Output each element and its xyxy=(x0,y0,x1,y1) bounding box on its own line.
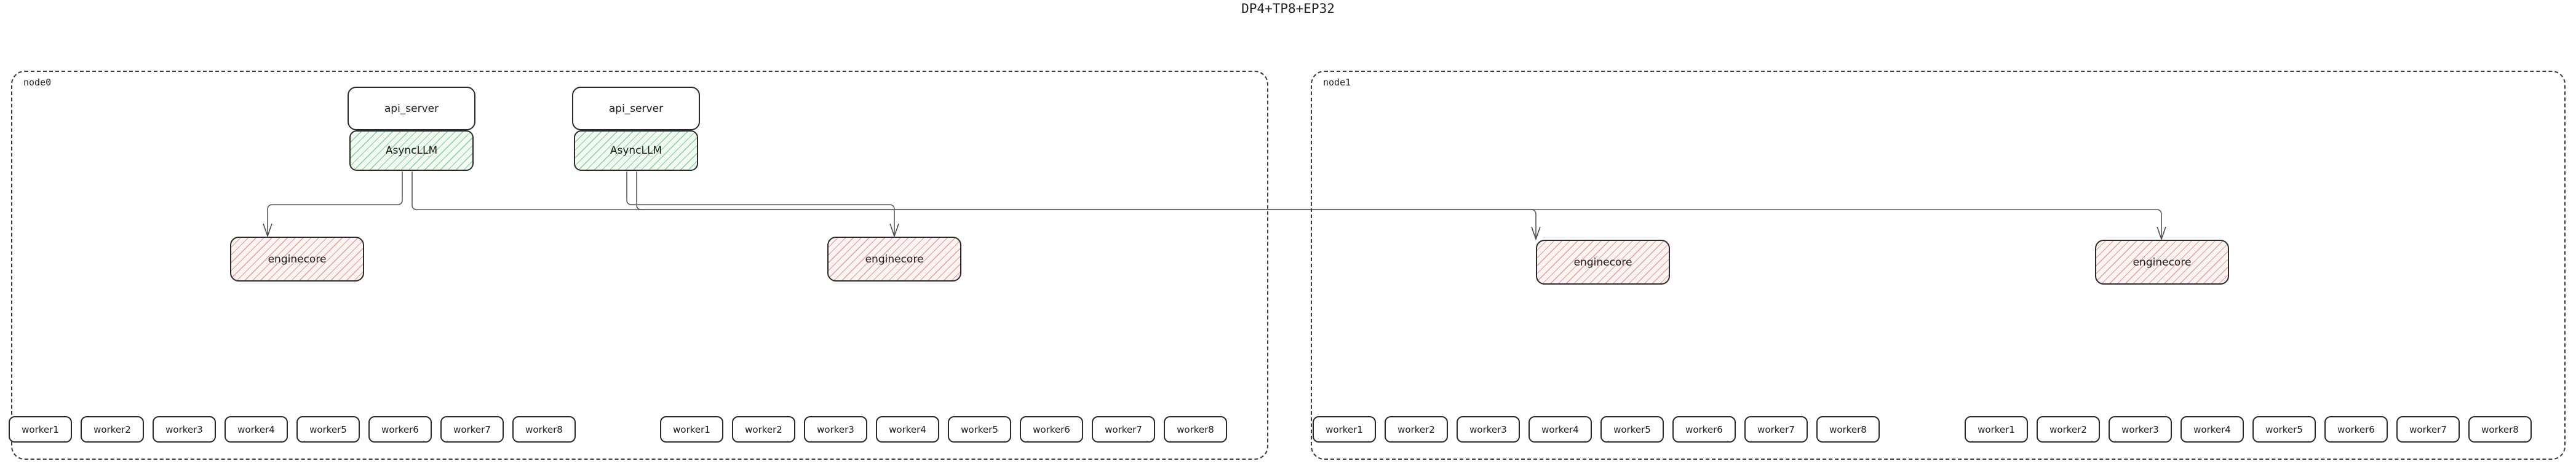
worker-box[interactable]: worker2 xyxy=(1385,416,1448,443)
worker-box[interactable]: worker1 xyxy=(9,416,72,443)
worker-box[interactable]: worker5 xyxy=(2252,416,2316,443)
node-label-node1: node1 xyxy=(1323,77,1351,88)
worker-box[interactable]: worker6 xyxy=(1020,416,1083,443)
worker-box[interactable]: worker1 xyxy=(660,416,723,443)
worker-box[interactable]: worker4 xyxy=(876,416,939,443)
enginecore-box[interactable]: enginecore xyxy=(2095,240,2229,285)
worker-box[interactable]: worker8 xyxy=(1816,416,1880,443)
worker-box[interactable]: worker7 xyxy=(1092,416,1155,443)
worker-box[interactable]: worker2 xyxy=(2037,416,2100,443)
async-llm-box[interactable]: AsyncLLM xyxy=(574,130,698,171)
worker-box[interactable]: worker6 xyxy=(2324,416,2388,443)
node-label-node0: node0 xyxy=(23,77,52,88)
worker-box[interactable]: worker8 xyxy=(2468,416,2532,443)
worker-box[interactable]: worker4 xyxy=(2180,416,2244,443)
node-cluster-node0: node0 xyxy=(11,71,1268,460)
worker-box[interactable]: worker1 xyxy=(1965,416,2028,443)
enginecore-box[interactable]: enginecore xyxy=(827,237,961,282)
worker-box[interactable]: worker5 xyxy=(948,416,1011,443)
worker-box[interactable]: worker3 xyxy=(804,416,867,443)
enginecore-box[interactable]: enginecore xyxy=(1536,240,1670,285)
page-title: DP4+TP8+EP32 xyxy=(1241,1,1335,16)
worker-box[interactable]: worker3 xyxy=(2109,416,2172,443)
worker-box[interactable]: worker7 xyxy=(440,416,504,443)
worker-box[interactable]: worker2 xyxy=(81,416,144,443)
worker-box[interactable]: worker5 xyxy=(1600,416,1664,443)
worker-box[interactable]: worker4 xyxy=(225,416,288,443)
api-server-box[interactable]: api_server xyxy=(348,87,475,130)
api-server-box[interactable]: api_server xyxy=(572,87,700,130)
worker-box[interactable]: worker6 xyxy=(368,416,432,443)
worker-box[interactable]: worker2 xyxy=(732,416,795,443)
worker-box[interactable]: worker7 xyxy=(2396,416,2460,443)
worker-box[interactable]: worker5 xyxy=(296,416,360,443)
worker-box[interactable]: worker6 xyxy=(1672,416,1736,443)
worker-box[interactable]: worker3 xyxy=(153,416,216,443)
async-llm-box[interactable]: AsyncLLM xyxy=(349,130,474,171)
worker-box[interactable]: worker8 xyxy=(512,416,576,443)
worker-box[interactable]: worker4 xyxy=(1529,416,1592,443)
enginecore-box[interactable]: enginecore xyxy=(230,237,364,282)
worker-box[interactable]: worker8 xyxy=(1164,416,1227,443)
worker-box[interactable]: worker1 xyxy=(1313,416,1376,443)
worker-box[interactable]: worker3 xyxy=(1457,416,1520,443)
worker-box[interactable]: worker7 xyxy=(1744,416,1808,443)
node-cluster-node1: node1 xyxy=(1311,71,2566,460)
